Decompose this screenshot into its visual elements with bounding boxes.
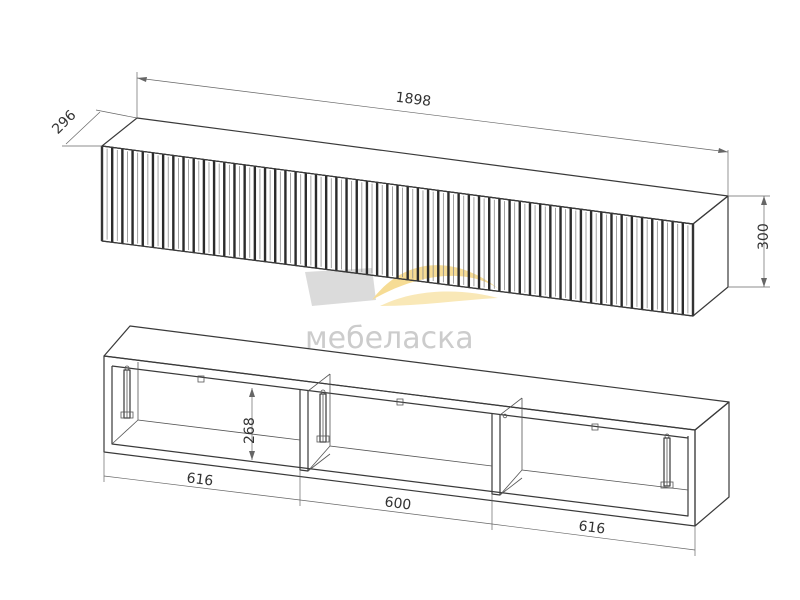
dimension-inner-height-label: 268 bbox=[242, 417, 258, 444]
watermark-text: мебеласка bbox=[305, 321, 474, 356]
cabinet-side-face bbox=[692, 195, 729, 317]
closed-cabinet bbox=[100, 117, 729, 317]
dimension-middle-section-label: 600 bbox=[384, 494, 412, 513]
wall-bracket-middle bbox=[316, 389, 330, 443]
wall-bracket-left bbox=[120, 365, 134, 419]
interior-left bbox=[111, 362, 301, 445]
interior-middle bbox=[307, 374, 493, 472]
open-cabinet-side-face bbox=[694, 401, 730, 527]
dimension-width-label: 1898 bbox=[395, 90, 432, 110]
section-divider-left bbox=[299, 373, 331, 472]
depth-dimension: 296 bbox=[49, 107, 138, 147]
cabinet-top-face bbox=[101, 117, 729, 225]
interior-right bbox=[499, 398, 689, 496]
dimension-depth-label: 296 bbox=[49, 107, 79, 137]
open-cabinet bbox=[103, 325, 730, 527]
height-dimension: 300 bbox=[728, 195, 772, 288]
wall-bracket-right bbox=[502, 413, 674, 489]
fluted-front bbox=[100, 146, 695, 316]
sofa-icon bbox=[305, 268, 376, 306]
inner-height-dimension: 268 bbox=[242, 388, 258, 460]
dimension-right-section-label: 616 bbox=[578, 518, 607, 537]
dimension-height-label: 300 bbox=[756, 223, 772, 250]
logo-swoosh-2 bbox=[380, 291, 498, 306]
width-dimension: 1898 bbox=[136, 72, 729, 196]
section-divider-right bbox=[491, 397, 523, 496]
dimension-left-section-label: 616 bbox=[186, 470, 215, 489]
section-width-dimensions: 616 600 616 bbox=[103, 452, 696, 556]
